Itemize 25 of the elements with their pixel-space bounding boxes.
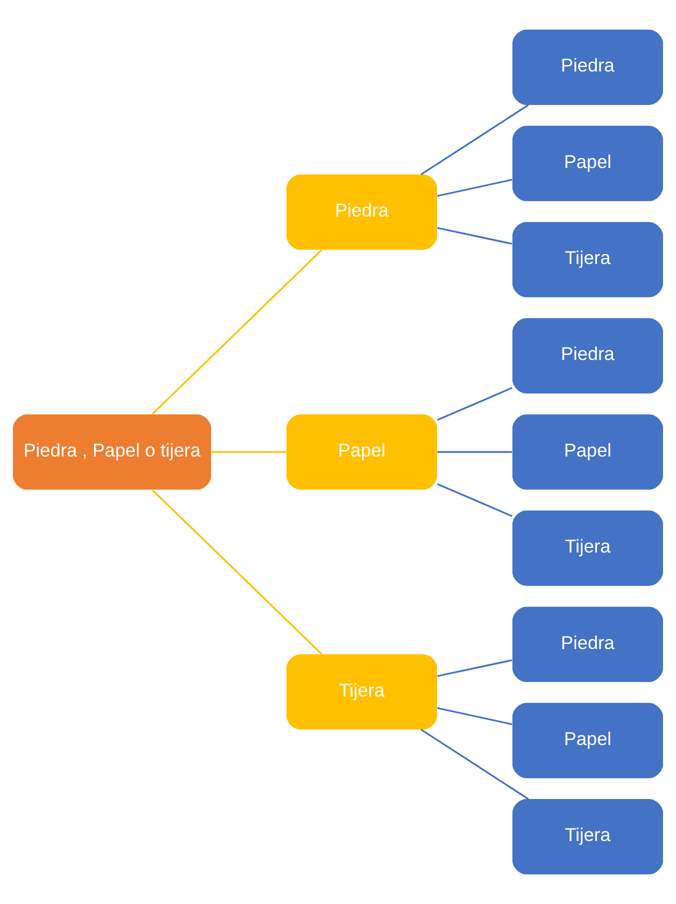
node-box: Tijera [512,799,664,874]
node-box: Piedra [286,174,438,250]
node-box: Tijera [512,222,664,298]
connector [437,387,512,421]
connector [420,104,529,176]
connector [211,451,286,453]
connector [437,707,512,726]
connector [437,227,512,245]
connector [152,249,322,415]
connector [437,451,512,453]
node-box: Papel [512,126,664,202]
connector [152,489,322,655]
connector [437,659,512,677]
connector [420,728,529,800]
node-box: Papel [512,414,664,490]
node-box: Papel [286,414,438,490]
node-box: Tijera [512,510,664,586]
node-box: Piedra [512,30,664,105]
node-box: Papel [512,702,664,778]
node-box: Tijera [286,654,438,730]
node-box: Piedra [512,606,664,682]
node-box: Piedra , Papel o tijera [12,414,212,490]
node-box: Piedra [512,318,664,394]
connector [437,178,512,197]
connector [437,483,512,517]
